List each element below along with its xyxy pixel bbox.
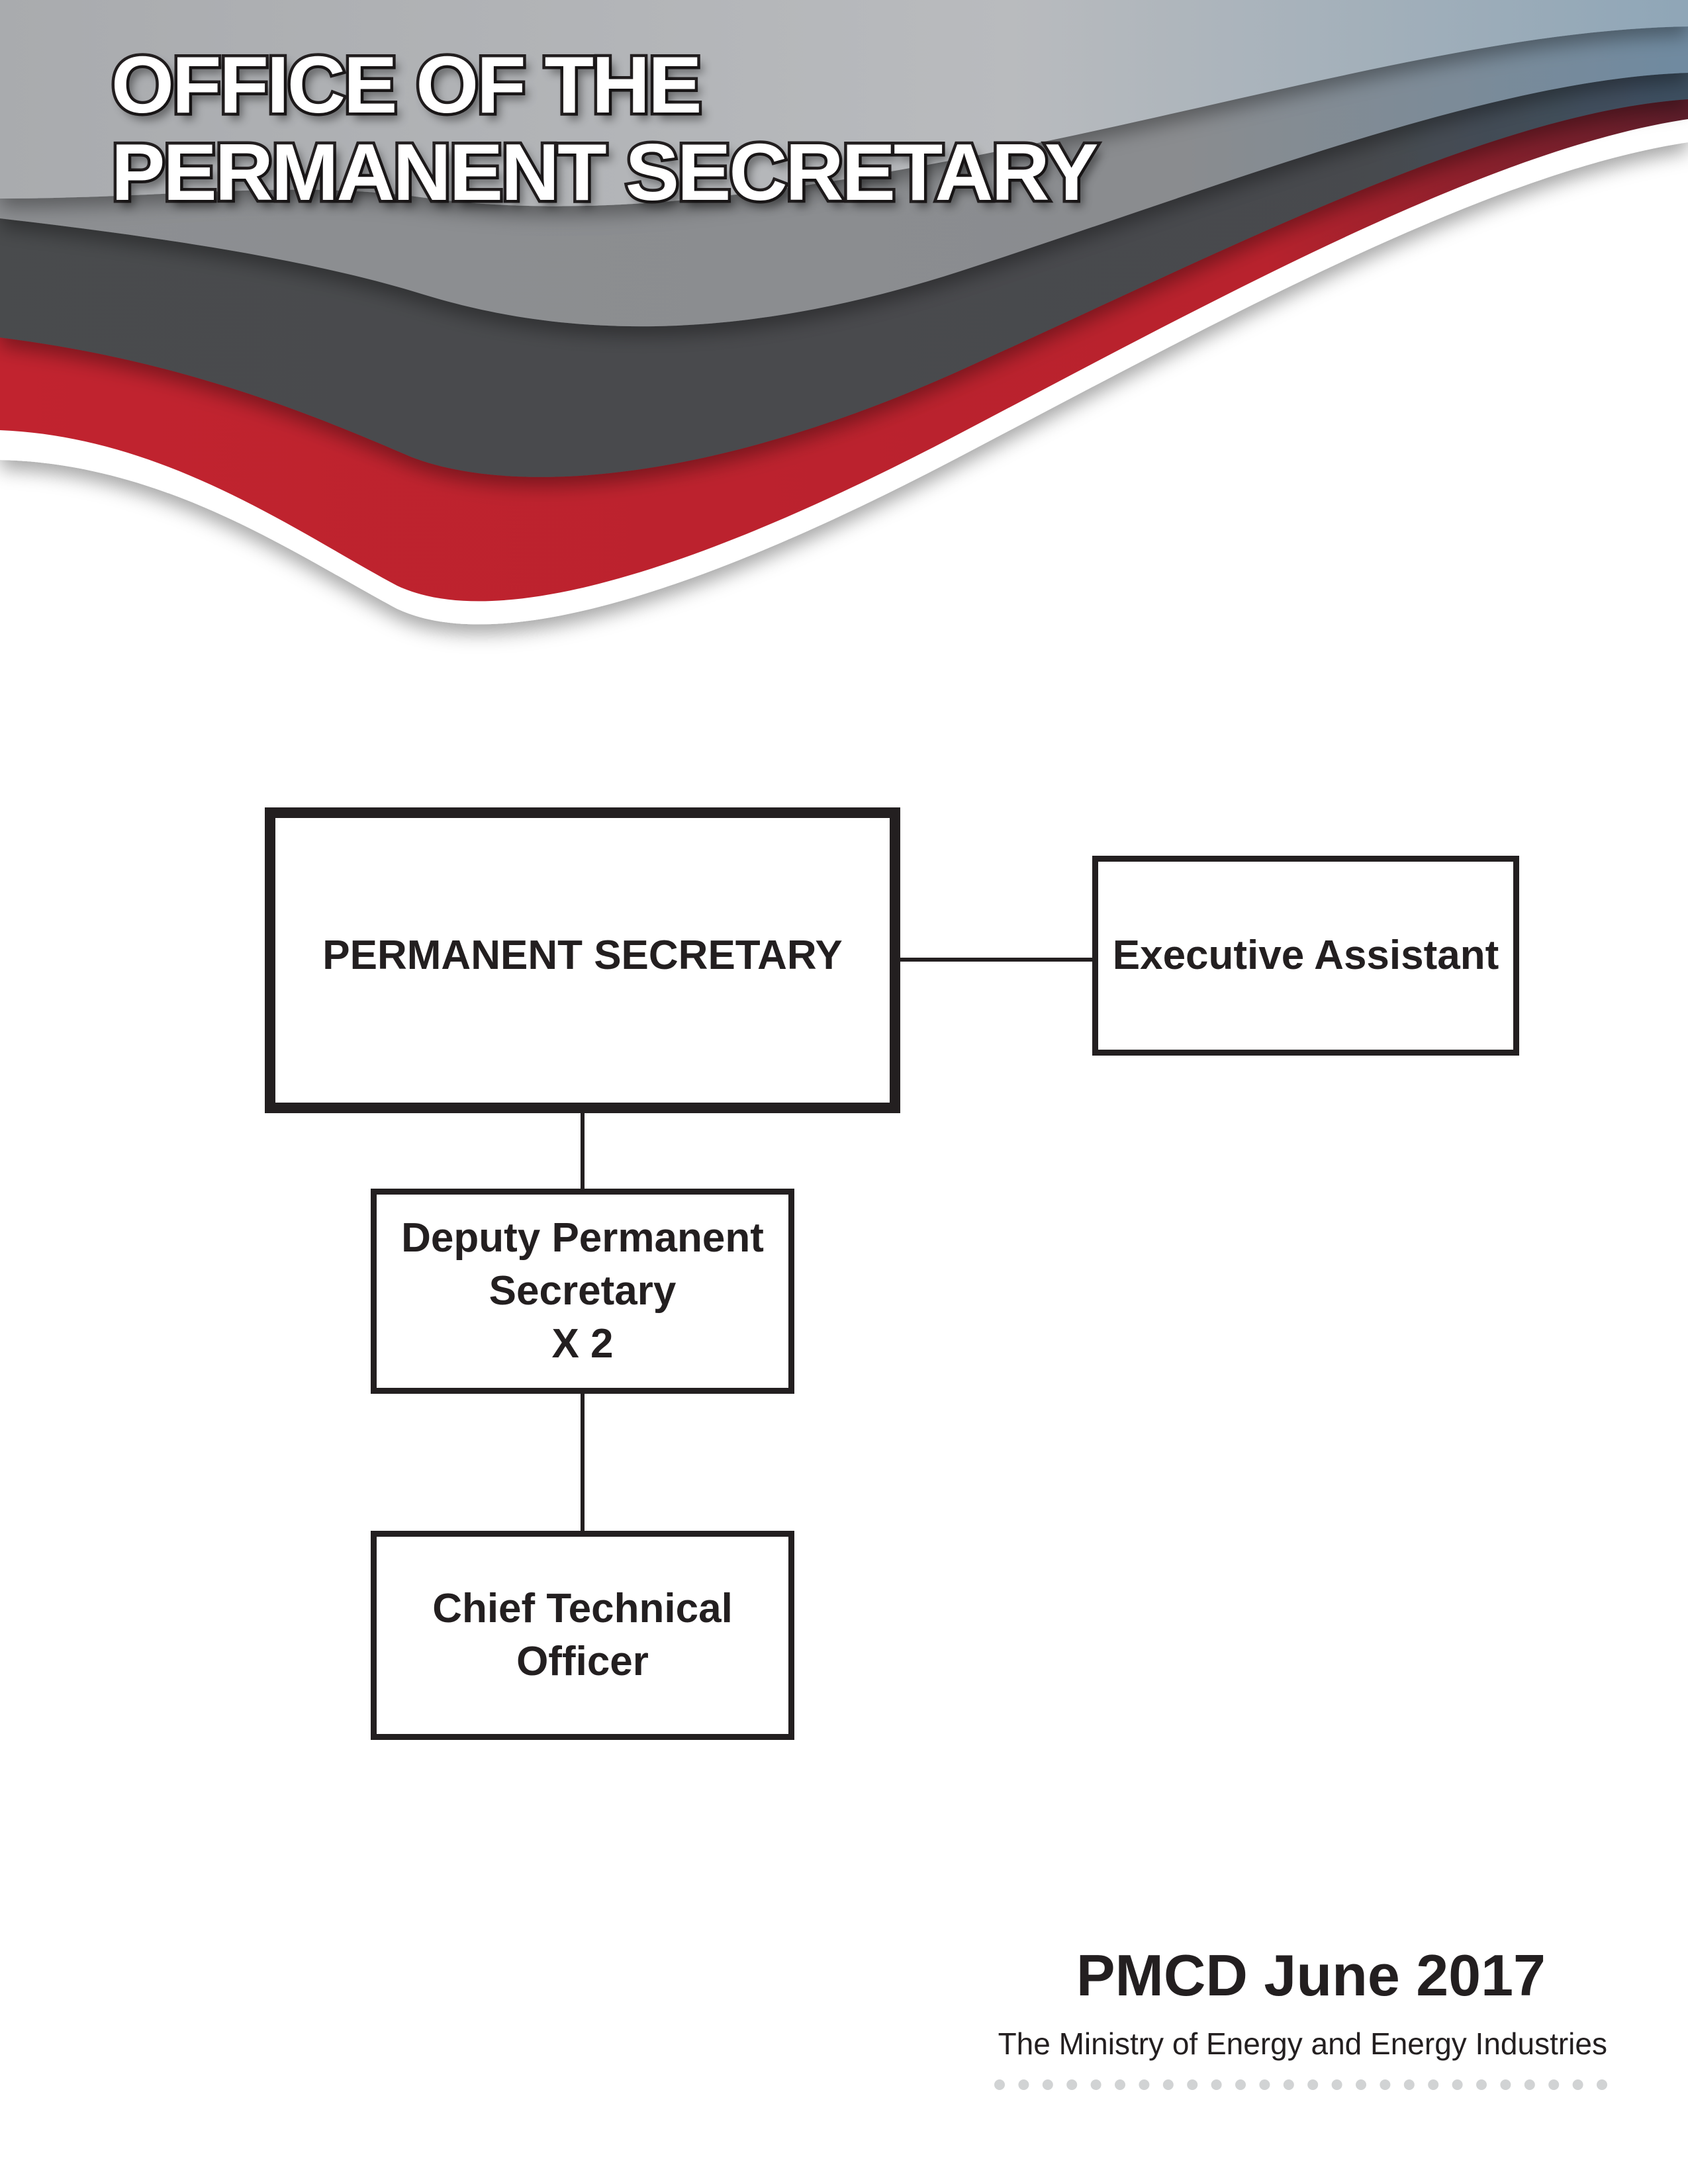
deputy-permanent-secretary-label-line-2: Secretary — [489, 1268, 677, 1314]
permanent-secretary-box: PERMANENT SECRETARY — [265, 807, 900, 1113]
permanent-secretary-label: PERMANENT SECRETARY — [322, 933, 843, 978]
banner-light-band — [0, 0, 1688, 206]
footer-dot-divider — [994, 2079, 1607, 2090]
page-title-line-1: OFFICE OF THE — [108, 38, 705, 132]
footer-title: PMCD June 2017 — [1076, 1942, 1546, 2008]
footer-dot — [1452, 2079, 1463, 2090]
footer-dot — [1259, 2079, 1270, 2090]
deputy-permanent-secretary-label-line-1: Deputy Permanent — [401, 1215, 764, 1261]
page-title-line-2: PERMANENT SECRETARY — [108, 126, 1101, 219]
footer-dot — [1090, 2079, 1102, 2090]
footer-dot — [1476, 2079, 1487, 2090]
footer-dot — [1018, 2079, 1029, 2090]
chief-technical-officer-label-line-2: Officer — [516, 1639, 649, 1684]
executive-assistant-box: Executive Assistant — [1092, 856, 1519, 1056]
footer-dot — [1356, 2079, 1366, 2090]
footer-dot — [1066, 2079, 1078, 2090]
chief-technical-officer-box: Chief Technical Officer — [371, 1531, 794, 1740]
footer-dot — [994, 2079, 1005, 2090]
footer-dot — [1211, 2079, 1222, 2090]
executive-assistant-label: Executive Assistant — [1112, 933, 1499, 978]
footer-dot — [1403, 2079, 1415, 2090]
footer-dot — [1331, 2079, 1342, 2090]
footer-dot — [1572, 2079, 1583, 2090]
footer-dot — [1115, 2079, 1125, 2090]
footer-dot — [1042, 2079, 1053, 2090]
footer-subtitle: The Ministry of Energy and Energy Indust… — [998, 2026, 1607, 2061]
footer-dot — [1235, 2079, 1246, 2090]
footer-dot — [1187, 2079, 1198, 2090]
footer-dot — [1428, 2079, 1439, 2090]
header-wave-banner — [0, 0, 1688, 625]
footer-dot — [1162, 2079, 1174, 2090]
footer-dot — [1500, 2079, 1511, 2090]
footer-dot — [1548, 2079, 1560, 2090]
page-title: OFFICE OF THE PERMANENT SECRETARY — [108, 38, 1101, 219]
chief-technical-officer-label-line-1: Chief Technical — [432, 1586, 733, 1631]
deputy-permanent-secretary-count: X 2 — [551, 1321, 614, 1367]
footer-dot — [1380, 2079, 1391, 2090]
footer-dot — [1283, 2079, 1294, 2090]
footer-dot — [1139, 2079, 1150, 2090]
footer-dot — [1307, 2079, 1319, 2090]
footer-dot — [1524, 2079, 1535, 2090]
deputy-permanent-secretary-box: Deputy Permanent Secretary X 2 — [371, 1189, 794, 1394]
footer-dot — [1597, 2079, 1607, 2090]
